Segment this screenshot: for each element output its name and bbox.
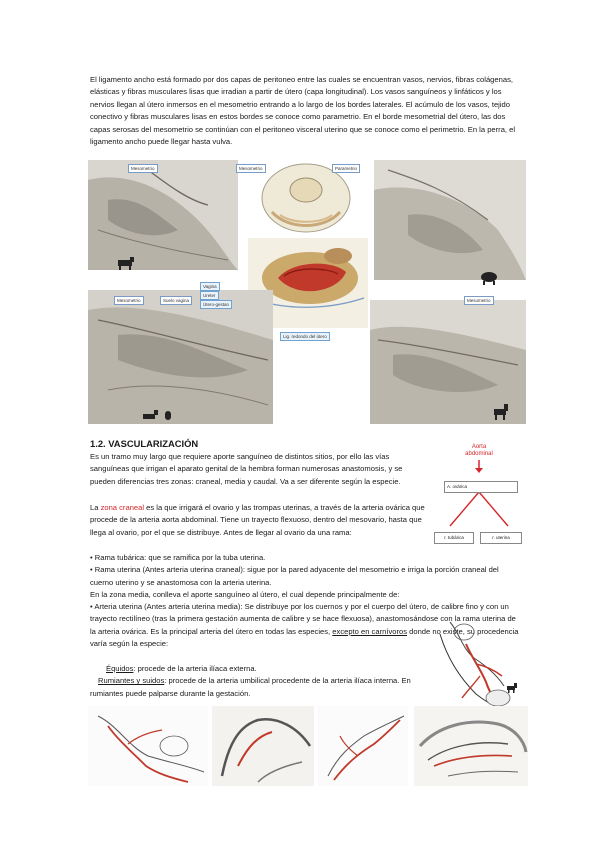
figure-label: Ureter [200, 291, 219, 300]
horse-icon [494, 404, 508, 420]
figure-label: Suelo vagina [160, 296, 193, 305]
figure-label: Mesometrio [464, 296, 494, 305]
anatomy-figure-top: Mesometrio Mesometrio Parametrio Mesomet… [88, 160, 526, 426]
species-list: Équidos: procede de la arteria ilíaca ex… [90, 664, 411, 698]
zona-craneal-highlight: zona craneal [100, 503, 145, 512]
vascular-intro-paragraph: Es un tramo muy largo que requiere aport… [90, 452, 403, 486]
diagram-box-uterina: r. uterina [480, 532, 522, 544]
diagram-arrows [449, 460, 509, 527]
zona-media-paragraph: En la zona media, conlleva el aporte san… [90, 590, 400, 599]
bullet-rama-uterina: • Rama uterina (Antes arteria uterina cr… [90, 565, 499, 587]
figure-label: Mesometrio [236, 164, 266, 173]
equidos-label: Équidos [106, 664, 134, 673]
figure-label: Útero-gestan [200, 300, 233, 309]
figure-label: Parametrio [332, 164, 361, 173]
bullets-craneal: • Rama tubárica: que se ramifica por la … [90, 552, 518, 589]
arteria-uterina-paragraph: • Arteria uterina (Antes arteria uterina… [90, 602, 519, 649]
bottom-figures [88, 706, 528, 788]
figure-label: Mesometrio [128, 164, 158, 173]
figure-label: Vagina [200, 282, 220, 291]
horse-icon-small [506, 680, 518, 698]
dog-cat-icon [143, 410, 171, 420]
diagram-title-line2: abdominal [465, 451, 493, 457]
excepto-carnivoros: excepto en carnívoros [332, 626, 408, 636]
section-heading: 1.2. VASCULARIZACIÓN [90, 438, 199, 449]
cow-icon [118, 257, 134, 270]
diagram-box-ovarica: A. ovárica [444, 481, 518, 493]
pig-icon [481, 272, 497, 285]
rumiantes-label: Rumiantes y suidos [98, 676, 165, 686]
intro-paragraph: El ligamento ancho está formado por dos … [90, 75, 516, 147]
figure-label: Mesometrio [114, 296, 144, 305]
anatomy-illustration [88, 160, 526, 424]
uterine-artery-figure-right: 12 [436, 614, 526, 720]
diagram-box-tubarica: r. tubárica [434, 532, 474, 544]
diagram-title-line1: Aorta [471, 444, 487, 450]
bottom-anatomy-illustrations [88, 706, 528, 786]
aorta-diagram: Aorta abdominal A. ovárica r. tubárica r… [434, 438, 522, 562]
figure-label: Lig. redondo del útero [280, 332, 330, 341]
uterine-artery-illustration [439, 621, 525, 715]
zona-craneal-paragraph: La zona craneal es la que irrigará el ov… [90, 503, 425, 537]
bullet-rama-tubarica: • Rama tubárica: que se ramifica por la … [90, 553, 266, 562]
